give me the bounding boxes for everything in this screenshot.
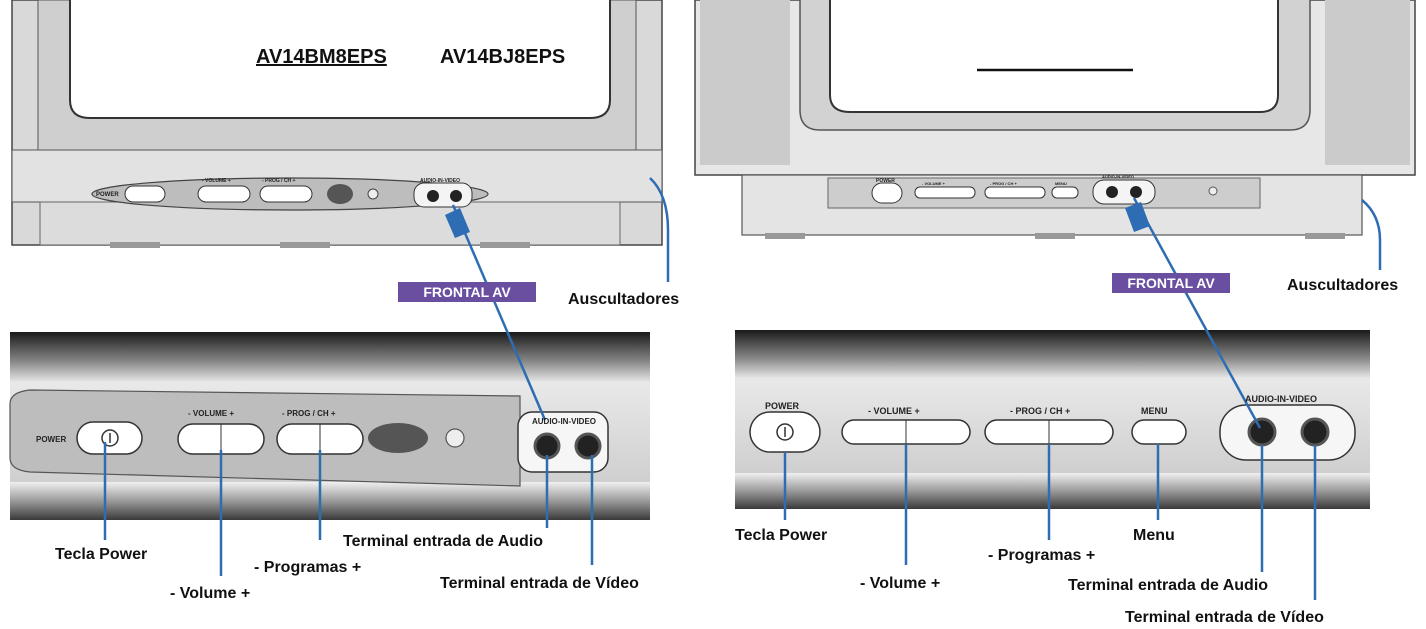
- right-panel-power-text: POWER: [765, 401, 800, 411]
- right-panel-volume-text: - VOLUME +: [868, 406, 920, 416]
- right-tv-prog-text: - PROG / CH +: [990, 181, 1017, 186]
- right-zoomed-panel: [735, 330, 1370, 509]
- right-tv-av-text: AUDIO-IN-VIDEO: [1102, 174, 1134, 179]
- left-tv-power-text: POWER: [96, 192, 119, 198]
- right-av-plug-icon: [1125, 202, 1150, 232]
- leader-lines: [103, 177, 1382, 600]
- right-tv-menu-text: MENU: [1055, 181, 1067, 186]
- left-tv-av-text: AUDIO-IN-VIDEO: [420, 178, 460, 184]
- right-tv-volume-text: - VOLUME +: [922, 181, 946, 186]
- right-panel-prog-text: - PROG / CH +: [1010, 406, 1070, 416]
- right-panel-av-text: AUDIO-IN-VIDEO: [1245, 394, 1317, 404]
- left-callout-audio: Terminal entrada de Audio: [343, 533, 543, 550]
- right-tv-power-text: POWER: [876, 178, 895, 184]
- left-panel-prog-text: - PROG / CH +: [282, 409, 336, 418]
- left-callout-programas: - Programas +: [254, 559, 361, 576]
- model-label-b: AV14BJ8EPS: [440, 46, 565, 68]
- model-label-a: AV14BM8EPS: [256, 46, 387, 68]
- left-callout-video: Terminal entrada de Vídeo: [440, 575, 639, 592]
- right-callout-power: Tecla Power: [735, 527, 827, 544]
- right-callout-programas: - Programas +: [988, 547, 1095, 564]
- right-callout-audio: Terminal entrada de Audio: [1068, 577, 1268, 594]
- left-panel-av-text: AUDIO-IN-VIDEO: [532, 417, 596, 426]
- left-frontal-av-badge: [398, 282, 536, 302]
- right-callout-video: Terminal entrada de Vídeo: [1125, 609, 1324, 626]
- right-tv-illustration: [694, 0, 1416, 239]
- right-callout-volume: - Volume +: [860, 575, 940, 592]
- left-tv-volume-text: - VOLUME +: [202, 178, 231, 184]
- right-frontal-av-text: FRONTAL AV: [1127, 275, 1215, 291]
- left-frontal-av-text: FRONTAL AV: [423, 284, 511, 300]
- left-headphones-label: Auscultadores: [568, 291, 679, 308]
- right-panel-menu-text: MENU: [1141, 406, 1168, 416]
- left-callout-volume: - Volume +: [170, 585, 250, 602]
- left-av-plug-icon: [445, 208, 470, 238]
- left-panel-volume-text: - VOLUME +: [188, 409, 234, 418]
- left-tv-illustration: [11, 0, 663, 248]
- left-panel-power-text: POWER: [36, 435, 66, 444]
- left-tv-prog-text: - PROG / CH +: [262, 178, 296, 184]
- right-callout-menu: Menu: [1133, 527, 1175, 544]
- left-callout-power: Tecla Power: [55, 546, 147, 563]
- right-frontal-av-badge: [1112, 273, 1230, 293]
- right-headphones-label: Auscultadores: [1287, 277, 1398, 294]
- left-zoomed-panel: [9, 332, 650, 520]
